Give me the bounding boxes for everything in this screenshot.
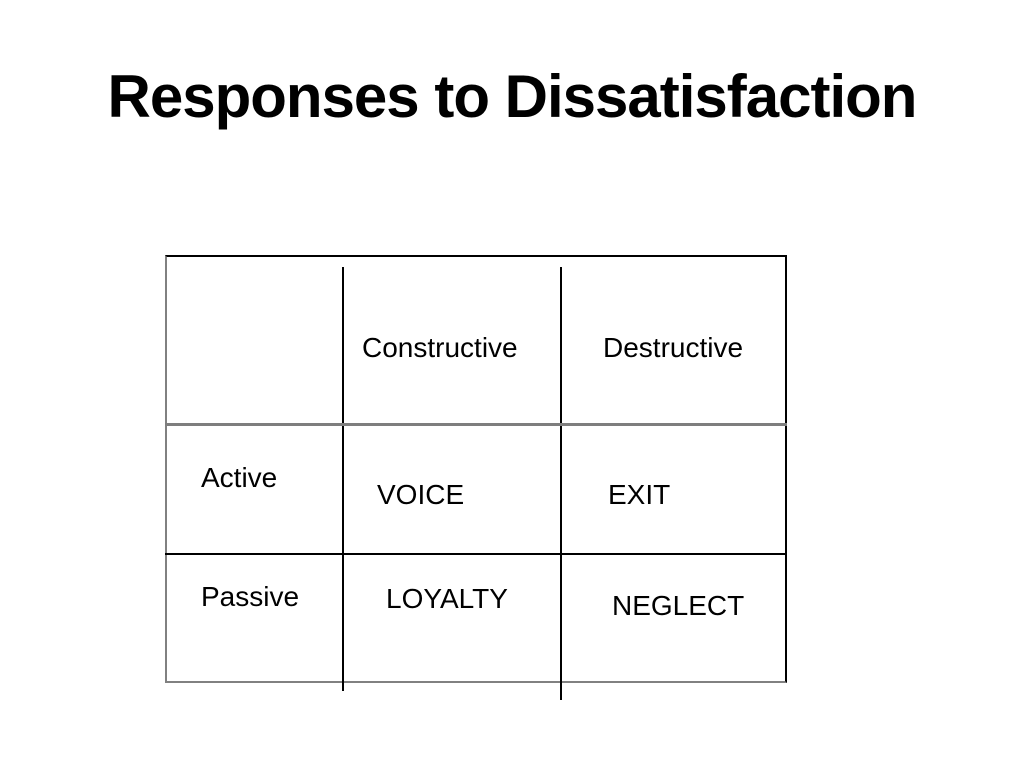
column-header-destructive: Destructive [603,332,744,363]
matrix-vertical-divider-right [560,267,562,700]
slide-title: Responses to Dissatisfaction [107,63,918,130]
cell-passive-constructive: LOYALTY [386,583,508,614]
cell-active-constructive: VOICE [377,479,465,510]
cell-passive-destructive: NEGLECT [612,590,745,621]
matrix-table-frame [165,255,787,683]
column-header-constructive: Constructive [362,332,518,363]
matrix-horizontal-divider-bottom [165,553,787,555]
row-header-passive: Passive [201,581,300,612]
cell-active-destructive: EXIT [608,479,671,510]
matrix-vertical-divider-left [342,267,344,691]
matrix-horizontal-divider-top [165,423,787,426]
row-header-active: Active [201,462,278,493]
